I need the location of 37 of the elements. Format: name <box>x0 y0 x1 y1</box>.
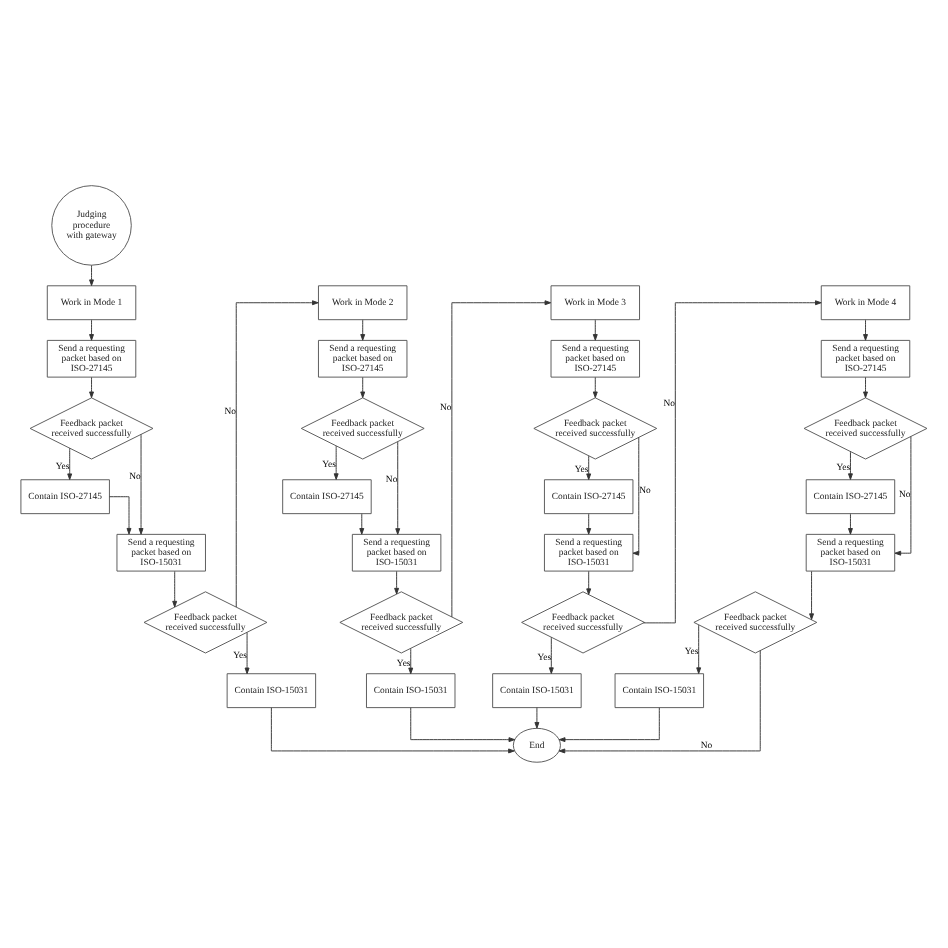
arrow <box>109 496 132 535</box>
arrow <box>395 441 401 535</box>
arrow <box>809 570 814 620</box>
arrow <box>244 632 250 675</box>
arrow <box>408 648 414 675</box>
arrow <box>67 447 73 481</box>
arrow <box>848 451 853 480</box>
arrow <box>592 376 598 399</box>
arrow <box>586 570 592 595</box>
arrow <box>863 319 868 341</box>
arrow <box>172 570 178 608</box>
arrow <box>89 319 94 341</box>
arrow <box>333 445 339 480</box>
arrow <box>360 319 366 341</box>
arrow <box>863 376 868 399</box>
arrow <box>451 300 552 618</box>
arrow <box>235 300 319 608</box>
arrow <box>138 433 144 535</box>
arrow <box>359 513 365 535</box>
arrow <box>632 436 640 556</box>
arrow <box>696 624 702 674</box>
arrow <box>89 376 94 399</box>
arrow <box>586 513 592 535</box>
arrow <box>270 707 515 754</box>
arrow <box>586 455 592 480</box>
arrow <box>558 650 761 754</box>
arrow <box>394 570 400 595</box>
arrow <box>848 513 853 535</box>
arrow <box>410 707 516 743</box>
arrow <box>643 300 822 624</box>
arrow <box>592 319 598 341</box>
arrow <box>548 636 554 674</box>
arrow <box>534 707 540 729</box>
arrow <box>360 376 366 399</box>
arrow <box>558 707 660 743</box>
arrow <box>894 436 912 556</box>
arrow <box>89 264 94 286</box>
